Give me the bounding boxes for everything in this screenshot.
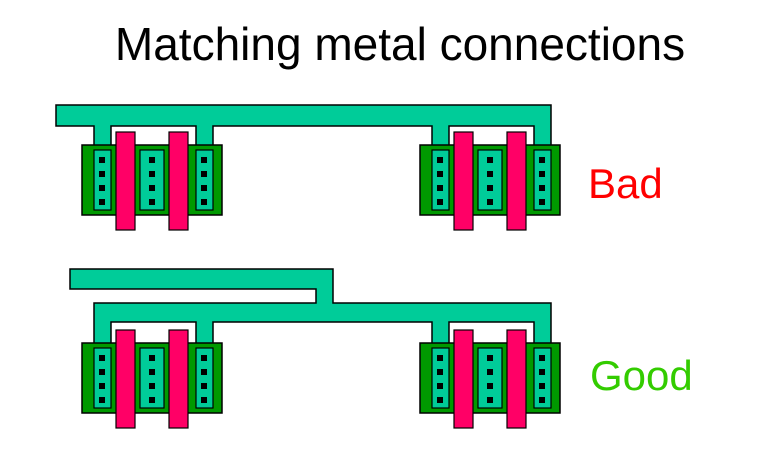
contact-via	[149, 171, 155, 177]
bad-left-device	[81, 131, 223, 231]
contact-via	[201, 369, 207, 375]
poly-gate	[506, 131, 527, 231]
contact-via-group	[437, 157, 545, 205]
contact-via	[201, 355, 207, 361]
contact-via	[539, 397, 545, 403]
contact-via	[437, 355, 443, 361]
metal-contact-strip	[195, 149, 214, 211]
contact-via	[487, 157, 493, 163]
contact-via	[539, 355, 545, 361]
good-layout: Good	[69, 268, 693, 429]
contact-via	[539, 185, 545, 191]
metal-contact-strip	[93, 149, 112, 211]
metal-contact-strip	[195, 347, 214, 409]
contact-via	[487, 199, 493, 205]
page-title: Matching metal connections	[115, 18, 685, 70]
contact-via	[149, 369, 155, 375]
contact-via	[487, 355, 493, 361]
poly-gate	[168, 329, 189, 429]
contact-via	[99, 171, 105, 177]
contact-via	[437, 383, 443, 389]
contact-via	[99, 199, 105, 205]
contact-via	[149, 383, 155, 389]
contact-via	[149, 397, 155, 403]
poly-gate	[168, 131, 189, 231]
contact-via	[487, 369, 493, 375]
contact-via	[99, 185, 105, 191]
contact-via-group	[99, 157, 207, 205]
contact-via	[487, 171, 493, 177]
contact-via	[437, 199, 443, 205]
contact-via	[99, 157, 105, 163]
metal-contact-strip	[93, 347, 112, 409]
contact-via	[437, 171, 443, 177]
contact-via	[201, 397, 207, 403]
contact-via	[201, 199, 207, 205]
contact-via	[437, 157, 443, 163]
contact-via	[487, 185, 493, 191]
contact-via	[539, 171, 545, 177]
metal-contact-strip	[533, 149, 552, 211]
contact-via	[539, 383, 545, 389]
poly-gate	[506, 329, 527, 429]
contact-via	[539, 199, 545, 205]
contact-via	[99, 355, 105, 361]
metal-contact-strip	[431, 347, 450, 409]
contact-via	[149, 355, 155, 361]
metal-contact-strip	[431, 149, 450, 211]
good-right-device	[419, 329, 561, 429]
contact-via	[99, 383, 105, 389]
bad-right-device	[419, 131, 561, 231]
contact-via	[99, 397, 105, 403]
contact-via-group	[99, 355, 207, 403]
contact-via	[201, 185, 207, 191]
contact-via	[437, 369, 443, 375]
contact-via	[539, 369, 545, 375]
contact-via	[149, 185, 155, 191]
good-left-device	[81, 329, 223, 429]
bad-layout: Bad	[55, 104, 663, 231]
contact-via	[487, 383, 493, 389]
contact-via-group	[437, 355, 545, 403]
poly-gate	[453, 329, 474, 429]
poly-gate	[115, 329, 136, 429]
contact-via	[201, 171, 207, 177]
good-label: Good	[590, 352, 693, 399]
contact-via	[201, 383, 207, 389]
contact-via	[201, 157, 207, 163]
metal-contact-strip	[533, 347, 552, 409]
contact-via	[487, 397, 493, 403]
contact-via	[437, 185, 443, 191]
bad-label: Bad	[588, 160, 663, 207]
contact-via	[99, 369, 105, 375]
contact-via	[149, 199, 155, 205]
poly-gate	[115, 131, 136, 231]
poly-gate	[453, 131, 474, 231]
contact-via	[149, 157, 155, 163]
contact-via	[539, 157, 545, 163]
contact-via	[437, 397, 443, 403]
